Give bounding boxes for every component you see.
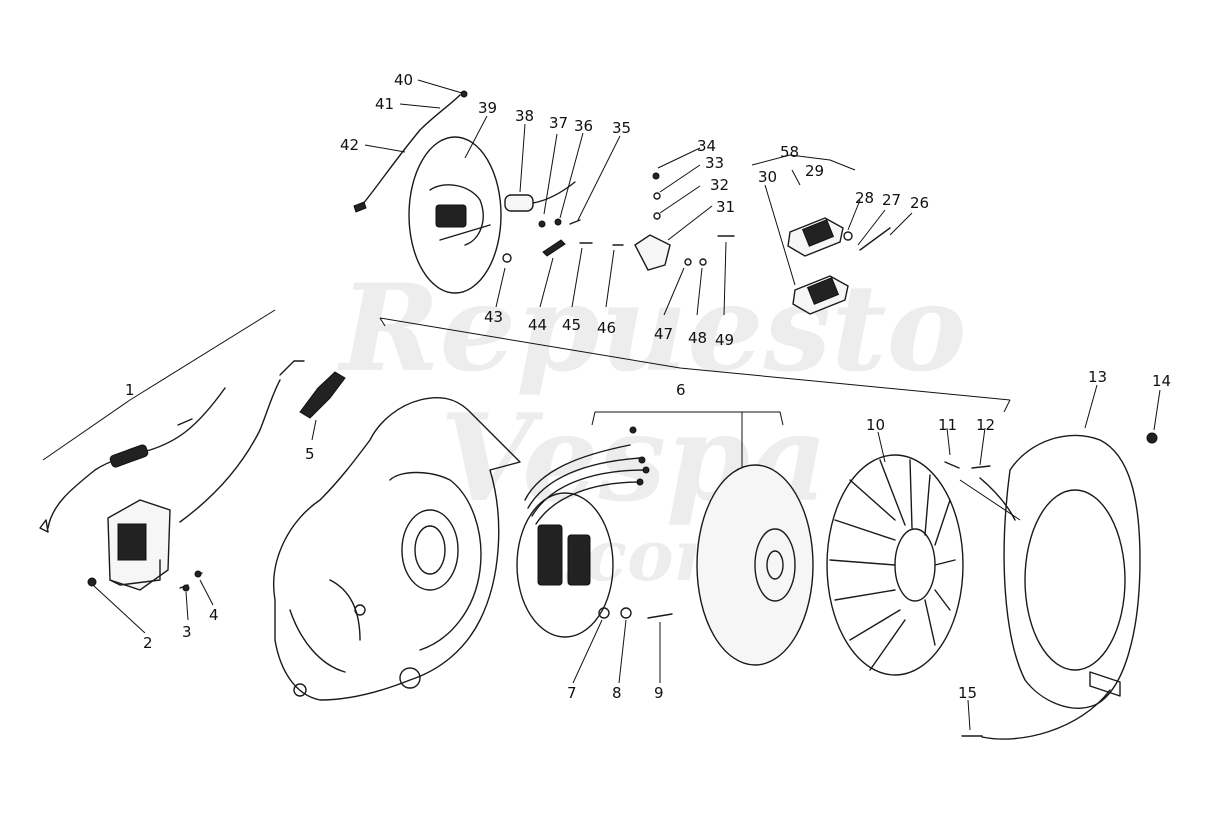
stator-plate [516,426,650,638]
callout-34: 34 [697,137,716,155]
callout-13: 13 [1088,368,1107,386]
bracket-group-58 [751,154,856,171]
callout-58: 58 [780,143,799,161]
callout-49: 49 [715,331,734,349]
leader-lines [93,79,1161,731]
spark-plug-cap [279,360,346,419]
callout-35: 35 [612,119,631,137]
callout-48: 48 [688,329,707,347]
callout-47: 47 [654,325,673,343]
fan-cover [1003,432,1158,709]
callout-10: 10 [866,416,885,434]
callout-6: 6 [676,381,686,399]
callout-8: 8 [612,684,622,702]
callout-2: 2 [143,634,153,652]
callout-46: 46 [597,319,616,337]
crankcase-housing [273,397,521,701]
callout-42: 42 [340,136,359,154]
fasteners [598,461,1111,740]
callout-26: 26 [910,194,929,212]
callout-labels: 1 2 3 4 5 6 7 8 9 10 11 12 13 14 15 26 2… [125,71,1171,702]
callout-29: 29 [805,162,824,180]
callout-14: 14 [1152,372,1171,390]
callout-38: 38 [515,107,534,125]
callout-1: 1 [125,381,135,399]
callout-31: 31 [716,198,735,216]
callout-7: 7 [567,684,577,702]
callout-43: 43 [484,308,503,326]
callout-27: 27 [882,191,901,209]
callout-41: 41 [375,95,394,113]
watermark-line1: Repuesto [337,258,967,399]
callout-15: 15 [958,684,977,702]
condenser [504,181,581,228]
bracket-group-6 [379,317,1011,413]
cooling-fan [826,454,964,676]
callout-45: 45 [562,316,581,334]
bracket-stator [591,411,784,470]
callout-44: 44 [528,316,547,334]
callout-30: 30 [758,168,777,186]
callout-39: 39 [478,99,497,117]
callout-12: 12 [976,416,995,434]
contact-points [502,172,735,271]
callout-33: 33 [705,154,724,172]
callout-28: 28 [855,189,874,207]
flywheel [696,464,814,666]
lighting-coils [787,217,891,315]
callout-32: 32 [710,176,729,194]
callout-11: 11 [938,416,957,434]
callout-37: 37 [549,114,568,132]
breaker-plate [353,90,502,294]
callout-40: 40 [394,71,413,89]
callout-3: 3 [182,623,192,641]
bracket-group-1 [42,309,276,461]
callout-9: 9 [654,684,664,702]
callout-5: 5 [305,445,315,463]
callout-36: 36 [574,117,593,135]
ignition-coil-assembly [39,379,281,592]
callout-4: 4 [209,606,219,624]
